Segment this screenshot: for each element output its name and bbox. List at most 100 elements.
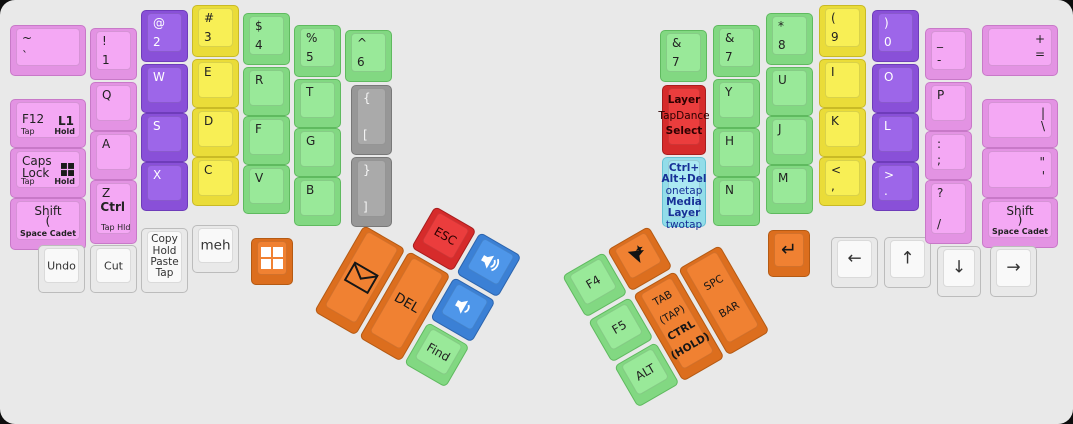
key-9[interactable]: (9	[819, 5, 866, 57]
key-l-label: L	[884, 119, 891, 133]
key-3[interactable]: #3	[192, 5, 239, 57]
key-8-label: *	[778, 19, 784, 33]
key-j[interactable]: J	[766, 116, 813, 165]
key-4[interactable]: $4	[243, 13, 290, 65]
key-backslash-surface: |\	[988, 102, 1052, 138]
key-y[interactable]: Y	[713, 79, 760, 128]
key-arrow-down[interactable]: ↓	[937, 246, 981, 297]
key-arrow-up[interactable]: ↑	[884, 237, 931, 288]
key-rbrace[interactable]: }]	[351, 157, 392, 227]
key-backslash-label: \	[1040, 119, 1045, 133]
key-0[interactable]: )0	[872, 10, 919, 62]
key-lbrace[interactable]: {[	[351, 85, 392, 155]
key-quote-surface: "'	[988, 151, 1052, 188]
key-copy-paste-label: Tap	[155, 267, 174, 280]
key-cut[interactable]: Cut	[90, 245, 137, 293]
key-arrow-left-surface: ←	[837, 240, 872, 278]
key-vol-down[interactable]	[430, 277, 496, 343]
key-7-inner[interactable]: &7	[660, 30, 707, 82]
key-5[interactable]: %5	[294, 25, 341, 77]
key-8[interactable]: *8	[766, 13, 813, 65]
key-caps-lock-label: Lock	[22, 166, 50, 180]
key-s[interactable]: S	[141, 113, 188, 162]
key-n[interactable]: N	[713, 177, 760, 226]
key-arrow-left[interactable]: ←	[831, 237, 878, 288]
key-semicolon-label: ;	[937, 153, 942, 167]
key-spacebar-label: SPC	[702, 273, 726, 294]
key-ctrl-alt-del-label: twotap	[665, 218, 703, 231]
key-h[interactable]: H	[713, 128, 760, 177]
key-dash[interactable]: _-	[925, 28, 972, 80]
key-u[interactable]: U	[766, 67, 813, 116]
key-p-surface: P	[931, 85, 966, 121]
key-x[interactable]: X	[141, 162, 188, 211]
key-w[interactable]: W	[141, 64, 188, 113]
key-a[interactable]: A	[90, 131, 137, 180]
key-q[interactable]: Q	[90, 82, 137, 131]
key-c[interactable]: C	[192, 157, 239, 206]
key-mail[interactable]	[314, 225, 406, 336]
key-meh[interactable]: meh	[192, 225, 239, 273]
key-5-label: 5	[306, 50, 314, 64]
key-copy-paste-label: Copy	[151, 233, 178, 246]
key-2[interactable]: @2	[141, 10, 188, 62]
key-0-label: 0	[884, 35, 892, 49]
key-copy-paste-label: Paste	[150, 256, 179, 269]
key-p[interactable]: P	[925, 82, 972, 131]
key-r[interactable]: R	[243, 67, 290, 116]
key-ctrl-alt-del-label: Media	[666, 195, 702, 208]
key-undo[interactable]: Undo	[38, 245, 85, 293]
key-lwin[interactable]	[251, 238, 293, 285]
key-vol-down-surface	[440, 282, 489, 331]
key-b[interactable]: B	[294, 177, 341, 226]
key-o[interactable]: O	[872, 64, 919, 113]
key-7[interactable]: &7	[713, 25, 760, 77]
key-grave[interactable]: ~`	[10, 25, 86, 76]
key-v[interactable]: V	[243, 165, 290, 214]
key-vol-up[interactable]	[456, 232, 522, 298]
key-g[interactable]: G	[294, 128, 341, 177]
key-t-surface: T	[300, 82, 335, 118]
key-dash-label: -	[937, 53, 942, 67]
key-cursor[interactable]	[607, 226, 673, 292]
key-equals[interactable]: +=	[982, 25, 1058, 76]
key-rshift[interactable]: Shift)Space Cadet	[982, 198, 1058, 248]
key-l[interactable]: L	[872, 113, 919, 162]
key-quote[interactable]: "'	[982, 148, 1058, 198]
key-caps-lock-label: Hold	[54, 177, 75, 186]
key-enter[interactable]: ↵	[768, 230, 810, 277]
win-sm-icon	[61, 163, 74, 176]
key-2-surface: @2	[147, 13, 182, 52]
key-t[interactable]: T	[294, 79, 341, 128]
key-f[interactable]: F	[243, 116, 290, 165]
key-f12-label: Hold	[54, 127, 75, 136]
key-h-label: H	[725, 134, 735, 148]
key-comma[interactable]: <,	[819, 157, 866, 206]
key-period[interactable]: >.	[872, 162, 919, 211]
key-lshift[interactable]: Shift(Space Cadet	[10, 198, 86, 250]
key-m[interactable]: M	[766, 165, 813, 214]
key-arrow-right[interactable]: →	[990, 246, 1037, 297]
key-k[interactable]: K	[819, 108, 866, 157]
key-o-surface: O	[878, 67, 913, 103]
key-6[interactable]: ^6	[345, 30, 392, 82]
key-i[interactable]: I	[819, 59, 866, 108]
key-backslash[interactable]: |\	[982, 99, 1058, 148]
key-1[interactable]: !1	[90, 28, 137, 80]
key-semicolon[interactable]: :;	[925, 131, 972, 180]
key-c-surface: C	[198, 160, 233, 196]
key-d[interactable]: D	[192, 108, 239, 157]
key-slash[interactable]: ?/	[925, 180, 972, 244]
key-dash-label: _	[937, 34, 943, 48]
key-e-surface: E	[198, 62, 233, 98]
key-y-surface: Y	[719, 82, 754, 118]
key-e[interactable]: E	[192, 59, 239, 108]
key-b-surface: B	[300, 180, 335, 216]
